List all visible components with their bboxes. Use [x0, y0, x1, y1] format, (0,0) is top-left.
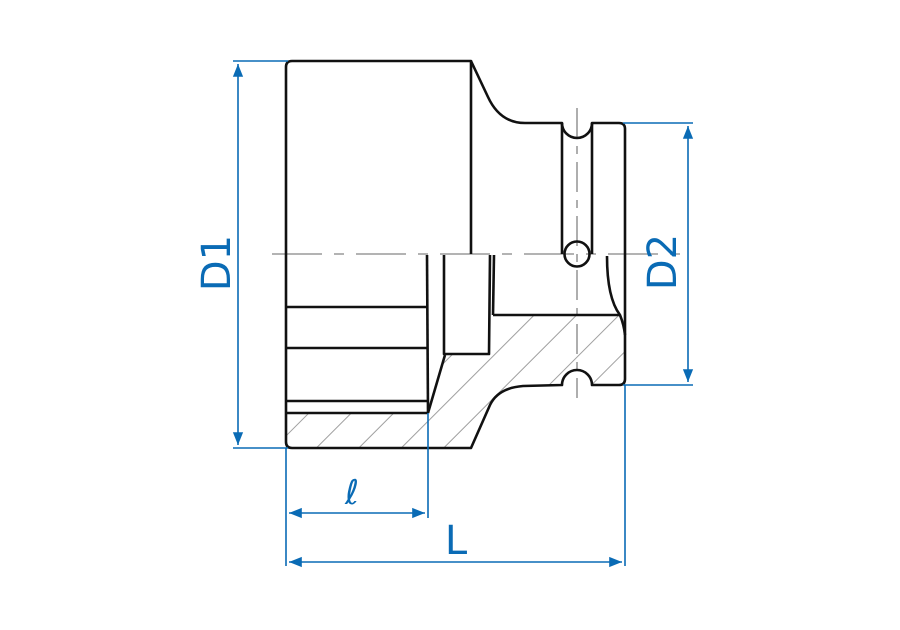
- detent-ball: [563, 240, 591, 268]
- l-total-label: L: [445, 518, 468, 564]
- section-hatch: [286, 315, 625, 448]
- d2-label: D2: [640, 234, 686, 290]
- d1-label: D1: [194, 235, 240, 291]
- dimensions: [232, 60, 694, 568]
- socket-outline: [284, 59, 627, 450]
- centerlines: [272, 108, 690, 398]
- l-small-label: ℓ: [344, 473, 359, 513]
